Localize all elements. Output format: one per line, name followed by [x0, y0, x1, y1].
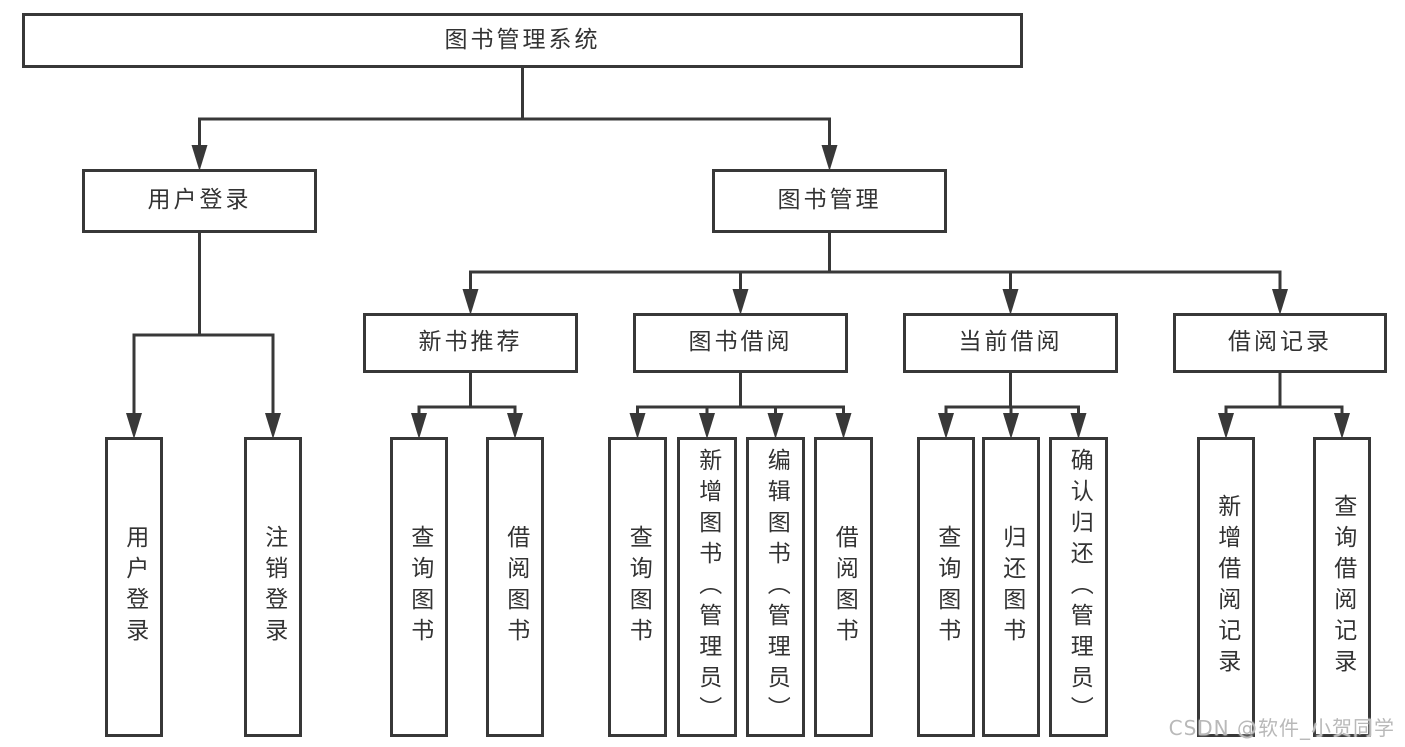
arrowhead-icon: [732, 289, 749, 315]
node-label-borrow-books-1: 借阅图书: [502, 525, 529, 649]
arrowhead-icon: [126, 413, 142, 439]
node-label-logout-action: 注销登录: [260, 525, 287, 649]
node-label-return-book: 归还图书: [998, 525, 1025, 649]
node-user-login-action: 用户登录: [105, 437, 163, 737]
node-borrow-books-1: 借阅图书: [486, 437, 544, 737]
node-edit-book-admin: 编辑图书（管理员）: [746, 437, 805, 737]
node-add-book-admin: 新增图书（管理员）: [677, 437, 737, 737]
node-label-book-management: 图书管理: [777, 187, 882, 214]
node-label-library-management-system: 图书管理系统: [444, 26, 601, 53]
arrowhead-icon: [629, 413, 646, 439]
node-logout-action: 注销登录: [244, 437, 302, 737]
node-label-query-books-3: 查询图书: [933, 525, 960, 649]
node-label-new-book-recommend: 新书推荐: [418, 329, 523, 356]
node-return-book: 归还图书: [982, 437, 1040, 737]
node-add-borrow-record: 新增借阅记录: [1197, 437, 1255, 737]
node-label-query-borrow-record: 查询借阅记录: [1329, 494, 1356, 680]
arrowhead-icon: [411, 413, 427, 439]
arrowhead-icon: [1218, 413, 1234, 439]
node-query-books-3: 查询图书: [917, 437, 975, 737]
node-book-management: 图书管理: [712, 169, 947, 233]
node-library-management-system: 图书管理系统: [22, 13, 1023, 68]
node-label-query-books-2: 查询图书: [625, 525, 652, 649]
node-label-book-borrowing: 图书借阅: [688, 329, 793, 356]
node-label-add-book-admin: 新增图书（管理员）: [694, 447, 721, 727]
arrowhead-icon: [938, 413, 954, 439]
arrowhead-icon: [821, 145, 838, 171]
node-label-borrowing-records: 借阅记录: [1228, 329, 1332, 356]
node-label-borrow-books-2: 借阅图书: [831, 525, 858, 649]
node-current-borrowing: 当前借阅: [903, 313, 1118, 373]
arrowhead-icon: [1070, 413, 1087, 439]
node-label-edit-book-admin: 编辑图书（管理员）: [763, 447, 790, 727]
node-label-add-borrow-record: 新增借阅记录: [1213, 494, 1240, 680]
node-query-books-2: 查询图书: [608, 437, 667, 737]
arrowhead-icon: [1003, 413, 1019, 439]
node-confirm-return-admin: 确认归还（管理员）: [1049, 437, 1108, 737]
arrowhead-icon: [265, 413, 281, 439]
arrowhead-icon: [1002, 289, 1019, 315]
node-book-borrowing: 图书借阅: [633, 313, 848, 373]
arrowhead-icon: [699, 413, 715, 439]
arrowhead-icon: [1272, 289, 1288, 315]
node-label-user-login: 用户登录: [147, 187, 252, 214]
arrowhead-icon: [507, 413, 523, 439]
arrowhead-icon: [767, 413, 784, 439]
watermark: CSDN @软件_小贺同学: [1168, 716, 1395, 740]
node-borrowing-records: 借阅记录: [1173, 313, 1387, 373]
node-label-current-borrowing: 当前借阅: [958, 329, 1063, 356]
arrowhead-icon: [835, 413, 852, 439]
node-user-login: 用户登录: [82, 169, 317, 233]
node-label-user-login-action: 用户登录: [121, 525, 148, 649]
arrowhead-icon: [191, 145, 208, 171]
node-query-books-1: 查询图书: [390, 437, 448, 737]
node-borrow-books-2: 借阅图书: [814, 437, 873, 737]
node-label-query-books-1: 查询图书: [406, 525, 433, 649]
arrowhead-icon: [462, 289, 479, 315]
arrowhead-icon: [1334, 413, 1350, 439]
node-new-book-recommend: 新书推荐: [363, 313, 578, 373]
node-query-borrow-record: 查询借阅记录: [1313, 437, 1371, 737]
node-label-confirm-return-admin: 确认归还（管理员）: [1066, 447, 1093, 727]
